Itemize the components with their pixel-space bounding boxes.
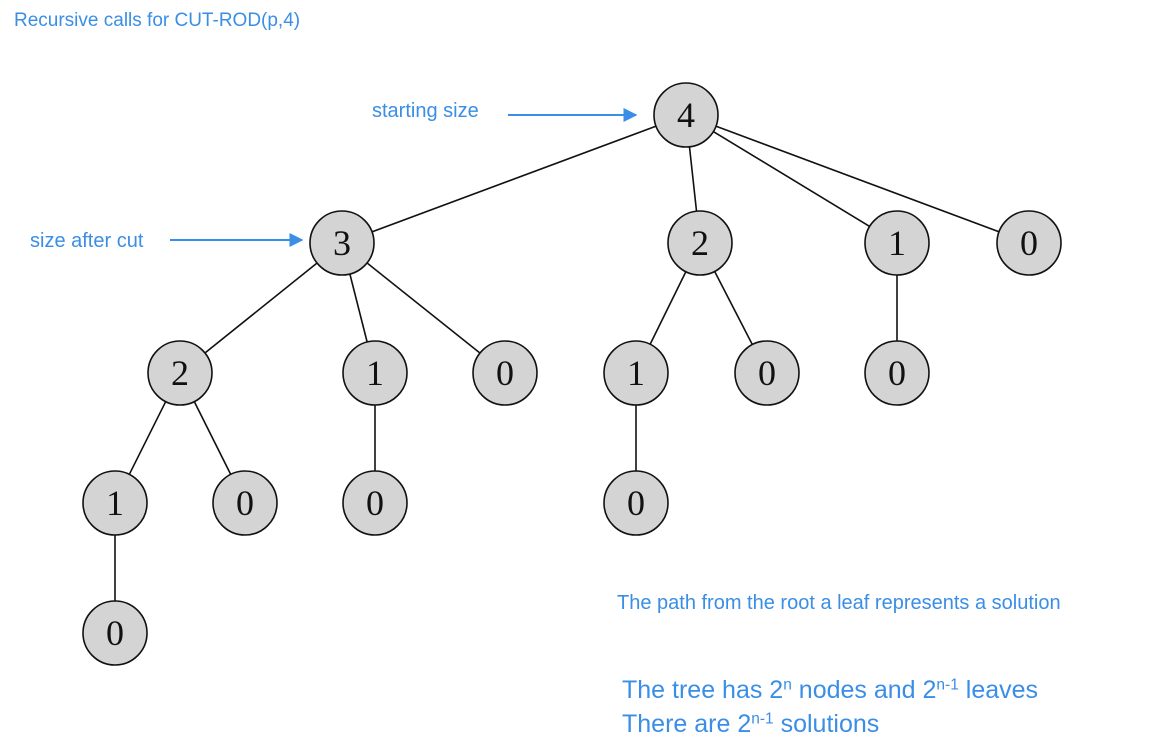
tree-node-circle [472,340,538,406]
tree-note-suffix: leaves [958,676,1039,704]
tree-node: 0 [342,470,408,536]
tree-node-label: 0 [496,353,514,393]
tree-node-circle [996,210,1062,276]
tree-node-circle [82,600,148,666]
size-after-cut-label: size after cut [30,230,144,252]
tree-node: 3 [309,210,375,276]
tree-node-label: 0 [888,353,906,393]
tree-node-label: 2 [171,353,189,393]
tree-size-note: The tree has 2n nodes and 2n-1 leaves [622,676,1038,705]
tree-node: 0 [212,470,278,536]
tree-node-label: 0 [366,483,384,523]
tree-node: 0 [472,340,538,406]
solutions-note-exponent: n-1 [751,710,774,728]
tree-nodes: 4 3 2 1 0 2 1 0 1 0 0 0 1 0 0 0 [82,82,1062,666]
tree-node: 0 [603,470,669,536]
tree-node-circle [734,340,800,406]
tree-node-circle [864,340,930,406]
tree-note-exponent-nodes: n [783,676,792,694]
starting-size-label: starting size [372,100,479,122]
tree-node-label: 0 [236,483,254,523]
tree-node-circle [342,340,408,406]
tree-node: 1 [603,340,669,406]
tree-node: 0 [996,210,1062,276]
tree-node: 2 [147,340,213,406]
tree-note-middle: nodes and 2 [791,676,937,704]
tree-edge-n4-n0a [685,114,1030,244]
tree-node: 1 [864,210,930,276]
solutions-note-prefix: There are 2 [622,710,752,738]
tree-node-circle [667,210,733,276]
tree-node: 2 [667,210,733,276]
tree-node-label: 1 [366,353,384,393]
tree-node-circle [342,470,408,536]
tree-node-circle [864,210,930,276]
tree-node-label: 1 [627,353,645,393]
tree-node-label: 0 [627,483,645,523]
tree-node-label: 4 [677,95,695,135]
tree-node-label: 0 [1020,223,1038,263]
tree-node-circle [309,210,375,276]
tree-edge-n4-n3 [341,114,687,244]
path-solution-note: The path from the root a leaf represents… [617,592,1061,614]
tree-node: 1 [82,470,148,536]
solutions-note-suffix: solutions [773,710,880,738]
tree-edge-n4-n1a [685,114,898,244]
tree-node-circle [653,82,719,148]
tree-note-prefix: The tree has 2 [622,676,784,704]
tree-node-circle [603,470,669,536]
tree-node-circle [82,470,148,536]
tree-node-label: 0 [758,353,776,393]
tree-node-label: 1 [106,483,124,523]
tree-node: 0 [734,340,800,406]
tree-node-label: 3 [333,223,351,263]
tree-edge-n3-n0b [341,242,506,374]
solutions-count-note: There are 2n-1 solutions [622,710,879,739]
diagram-title: Recursive calls for CUT-ROD(p,4) [14,10,301,31]
tree-node-circle [212,470,278,536]
tree-node-label: 0 [106,613,124,653]
tree-node: 1 [342,340,408,406]
tree-node-label: 1 [888,223,906,263]
tree-node: 0 [82,600,148,666]
tree-node: 4 [653,82,719,148]
tree-note-exponent-leaves: n-1 [936,676,959,694]
tree-node: 0 [864,340,930,406]
tree-node-circle [147,340,213,406]
tree-node-circle [603,340,669,406]
tree-edge-n3-n2b [179,242,343,374]
tree-node-label: 2 [691,223,709,263]
